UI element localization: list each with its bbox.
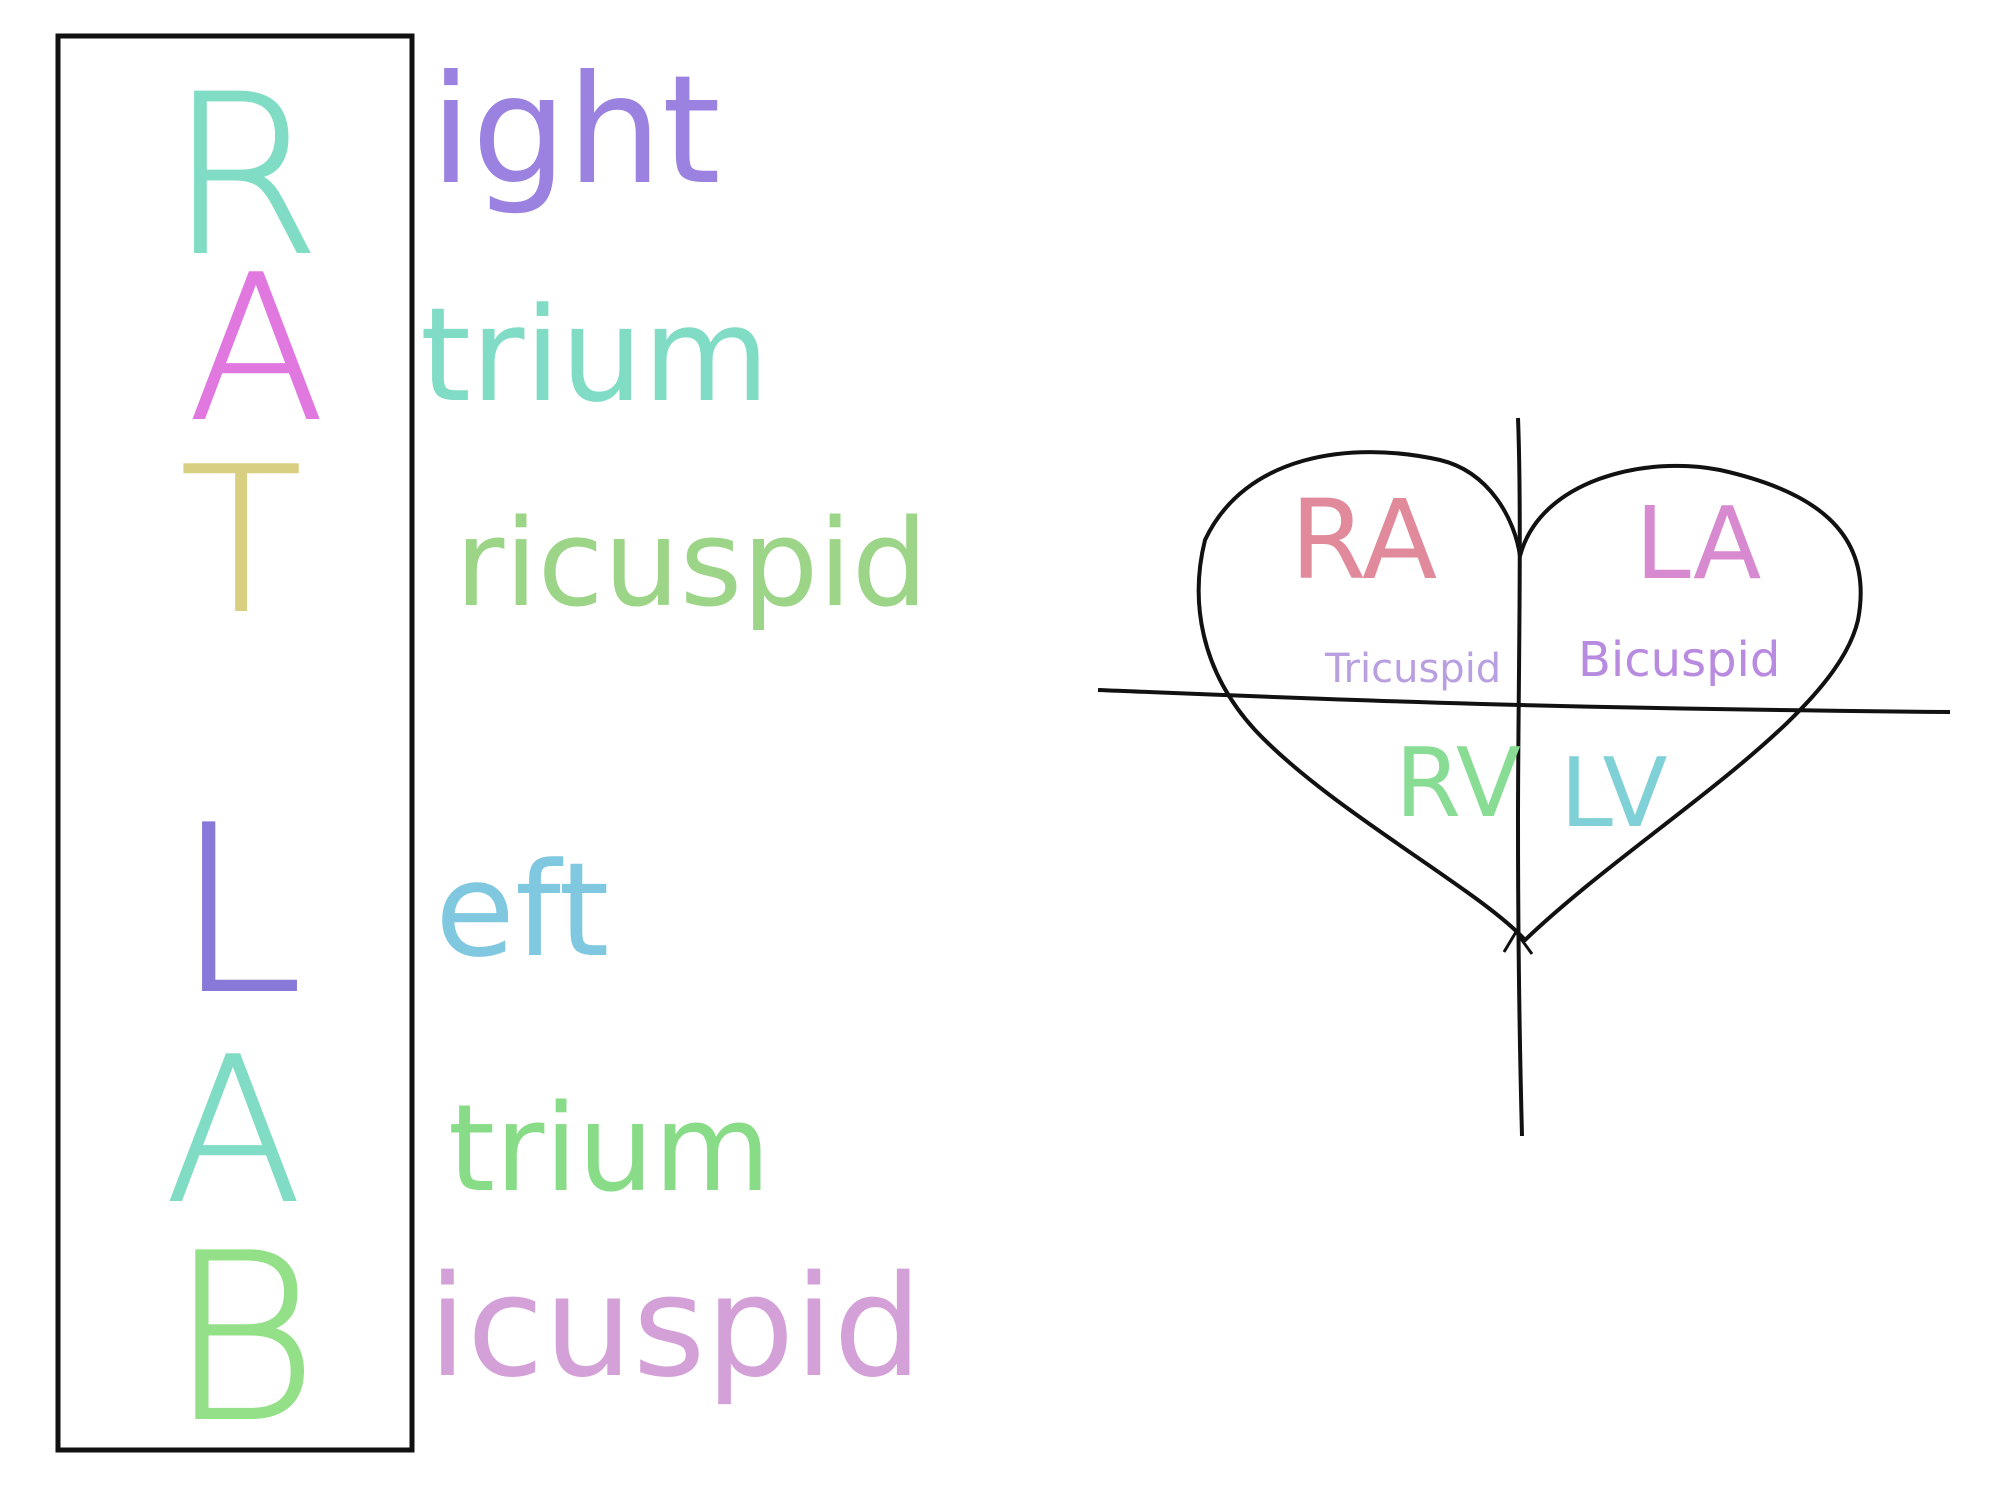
valve-label-tricuspid: Tricuspid (1324, 646, 1501, 692)
mnemonic-rest: trium (420, 279, 770, 431)
mnemonic-rest: icuspid (428, 1246, 922, 1409)
mnemonic-initial: L (175, 778, 303, 1045)
mnemonic-rest: trium (448, 1080, 771, 1219)
mnemonic-box (55, 33, 415, 1453)
valve-label-bicuspid: Bicuspid (1578, 632, 1780, 688)
septum-line (1515, 417, 1524, 1137)
mnemonic-initial: T (180, 425, 302, 658)
chamber-label-lv: LV (1560, 739, 1667, 849)
valve-line (1097, 688, 1951, 714)
mnemonic-rest: eft (435, 834, 609, 986)
heart-outline (1196, 450, 1863, 942)
chamber-label-ra: RA (1290, 476, 1437, 604)
mnemonic-initial: A (188, 233, 325, 466)
mnemonic-rest: ight (430, 44, 721, 218)
mnemonic-initial: B (168, 1206, 319, 1473)
apex-mark (1502, 929, 1534, 955)
chamber-label-rv: RV (1395, 729, 1521, 839)
chamber-label-la: LA (1635, 485, 1761, 602)
mnemonic-rest: ricuspid (455, 495, 928, 634)
mnemonic-initial: R (168, 48, 321, 304)
mnemonic-initial: A (165, 1015, 302, 1248)
